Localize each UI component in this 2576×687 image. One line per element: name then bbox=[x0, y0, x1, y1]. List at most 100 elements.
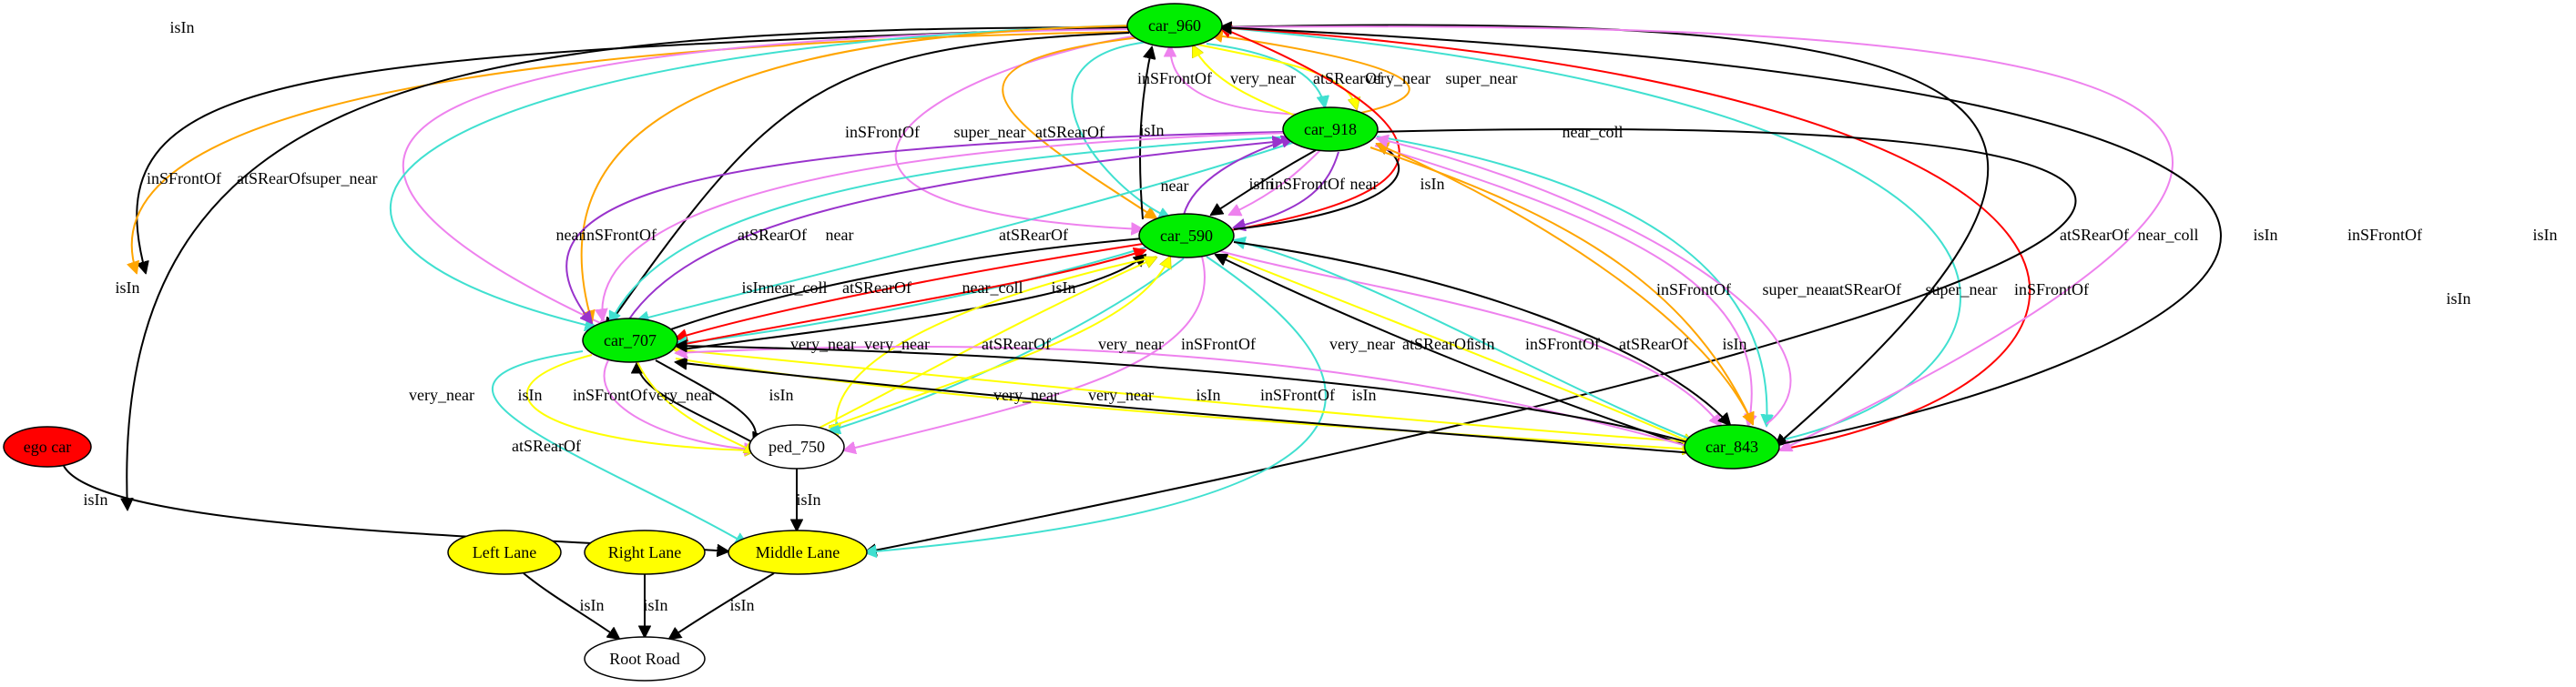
edge-label-isIn: isIn bbox=[1420, 175, 1445, 193]
edge-label-isIn: isIn bbox=[1471, 335, 1495, 353]
node-car-960: car_960 bbox=[1126, 3, 1223, 48]
node-root-road: Root Road bbox=[584, 636, 706, 682]
edge-label-isIn: isIn bbox=[1723, 335, 1747, 353]
node-label: Right Lane bbox=[608, 543, 681, 561]
node-label: car_960 bbox=[1148, 16, 1201, 35]
node-label: Middle Lane bbox=[756, 543, 840, 561]
edge-label-super_near: super_near bbox=[1446, 69, 1518, 87]
edge-label-isIn: isIn bbox=[1249, 175, 1274, 193]
edge-car_707-ped_750-inSFrontOf bbox=[603, 359, 756, 450]
node-label: Left Lane bbox=[473, 543, 536, 561]
edge-car_960-car_590-super_near bbox=[1002, 35, 1156, 218]
edge-label-very_near: very_near bbox=[790, 335, 856, 353]
node-label: ego car bbox=[24, 438, 71, 456]
node-car-843: car_843 bbox=[1684, 424, 1780, 470]
edge-label-near_coll: near_coll bbox=[1563, 123, 1624, 141]
node-label: ped_750 bbox=[769, 438, 825, 456]
node-ellipse bbox=[1684, 424, 1780, 470]
edge-label-isIn: isIn bbox=[730, 596, 755, 614]
edge-car_590-car_960-super_near bbox=[1211, 35, 1410, 115]
edge-label-very_near: very_near bbox=[1365, 69, 1431, 87]
edge-label-atSRearOf: atSRearOf bbox=[982, 335, 1051, 353]
node-ellipse bbox=[728, 530, 868, 575]
edge-label-near: near bbox=[1350, 175, 1379, 193]
edge-car_918-middle_lane-isIn bbox=[1220, 27, 2222, 445]
edge-label-very_near: very_near bbox=[409, 386, 474, 404]
edge-car_918-car_707-near bbox=[565, 131, 1285, 323]
edge-car_918-car_960-inSFrontOf bbox=[1170, 45, 1303, 116]
edge-car_918-car_590-near bbox=[1183, 138, 1293, 216]
edge-car_960-car_707-atSRearOf bbox=[390, 25, 1130, 328]
node-label: car_918 bbox=[1304, 120, 1357, 138]
edge-label-isIn: isIn bbox=[644, 596, 668, 614]
edge-label-near_coll: near_coll bbox=[767, 278, 828, 297]
edge-label-atSRearOf: atSRearOf bbox=[512, 437, 581, 455]
edge-car_918-car_707-inSFrontOf bbox=[602, 132, 1289, 320]
node-ellipse bbox=[1138, 213, 1235, 258]
edge-label-very_near: very_near bbox=[1088, 386, 1154, 404]
edge-label-near: near bbox=[1161, 177, 1189, 195]
edge-label-atSRearOf: atSRearOf bbox=[1619, 335, 1688, 353]
edge-car_960-car_707-inSFrontOf bbox=[402, 28, 1130, 328]
edge-label-very_near: very_near bbox=[1329, 335, 1395, 353]
edge-label-isIn: isIn bbox=[116, 278, 140, 297]
edge-label-atSRearOf: atSRearOf bbox=[237, 169, 306, 187]
edge-label-isIn: isIn bbox=[1196, 386, 1221, 404]
edge-ped_750-car_590-very_near bbox=[836, 256, 1157, 435]
edge-car_590-middle_lane-isIn bbox=[1233, 241, 1730, 425]
node-label: car_590 bbox=[1160, 227, 1213, 245]
node-ellipse bbox=[1282, 106, 1379, 152]
edge-label-inSFrontOf: inSFrontOf bbox=[1656, 280, 1731, 298]
edge-label-inSFrontOf: inSFrontOf bbox=[147, 169, 221, 187]
edge-layer bbox=[63, 24, 2222, 639]
edge-label-super_near: super_near bbox=[306, 169, 378, 187]
edge-car_960-car_843-near_coll bbox=[1220, 27, 2031, 451]
node-ego-car: ego car bbox=[3, 426, 92, 468]
edge-car_843-car_918-super_near bbox=[1377, 144, 1754, 426]
edge-label-atSRearOf: atSRearOf bbox=[2060, 226, 2129, 244]
edge-car_960-car_843-isIn bbox=[1219, 24, 1990, 446]
node-ellipse bbox=[582, 318, 678, 363]
node-ellipse bbox=[3, 426, 92, 468]
node-ellipse bbox=[748, 424, 845, 470]
edge-car_918-car_590-isIn bbox=[1211, 149, 1317, 215]
edge-label-atSRearOf: atSRearOf bbox=[999, 226, 1068, 244]
node-label: Root Road bbox=[609, 650, 680, 668]
edge-car_707-car_843-very_near bbox=[674, 349, 1695, 443]
edge-car_918-car_707-near bbox=[627, 141, 1284, 321]
edge-label-inSFrontOf: inSFrontOf bbox=[2014, 280, 2089, 298]
node-car-918: car_918 bbox=[1282, 106, 1379, 152]
edge-car_960-car_707-isIn bbox=[127, 26, 1132, 510]
edge-car_960-car_707-super_near bbox=[132, 31, 1130, 273]
node-layer: ego car car_960 car_918 car_590 car_707 car_8… bbox=[3, 3, 1780, 682]
edge-label-inSFrontOf: inSFrontOf bbox=[1270, 175, 1345, 193]
edge-car_590-car_918-atSRearOf bbox=[637, 140, 1298, 320]
node-ellipse bbox=[447, 530, 562, 575]
edge-car_590-car_843-atSRearOf bbox=[1234, 240, 1695, 441]
edge-label-isIn: isIn bbox=[170, 18, 195, 36]
edge-car_707-car_918-atSRearOf bbox=[610, 136, 1294, 323]
edge-car_960-car_590-isIn bbox=[606, 32, 1130, 329]
edge-ped_750-car_707-very_near bbox=[526, 354, 756, 450]
edge-car_843-middle_lane-isIn bbox=[676, 346, 1695, 445]
edge-label-atSRearOf: atSRearOf bbox=[842, 278, 911, 297]
edge-car_918-car_707-isIn bbox=[865, 128, 2077, 552]
node-label: car_843 bbox=[1705, 438, 1758, 456]
edge-car_918-car_843-isIn bbox=[1233, 144, 1400, 230]
edge-label-inSFrontOf: inSFrontOf bbox=[582, 226, 657, 244]
edge-label-near_coll: near_coll bbox=[2138, 226, 2199, 244]
edge-car_590-car_707-inSFrontOf bbox=[1377, 138, 1792, 425]
edge-label-isIn: isIn bbox=[797, 490, 821, 509]
edge-label-isIn: isIn bbox=[84, 490, 108, 509]
edge-label-inSFrontOf: inSFrontOf bbox=[2347, 226, 2422, 244]
edge-car_918-car_843-inSFrontOf bbox=[1374, 145, 1752, 426]
edge-car_843-car_590-very_near bbox=[1224, 254, 1694, 444]
node-label: car_707 bbox=[604, 331, 657, 349]
edge-label-atSRearOf: atSRearOf bbox=[1313, 69, 1382, 87]
edge-car_707-ped_750-isIn bbox=[637, 362, 757, 445]
edge-car_590-car_960-atSRearOf bbox=[1071, 40, 1170, 218]
edge-label-isIn: isIn bbox=[2254, 226, 2278, 244]
node-ellipse bbox=[584, 530, 706, 575]
